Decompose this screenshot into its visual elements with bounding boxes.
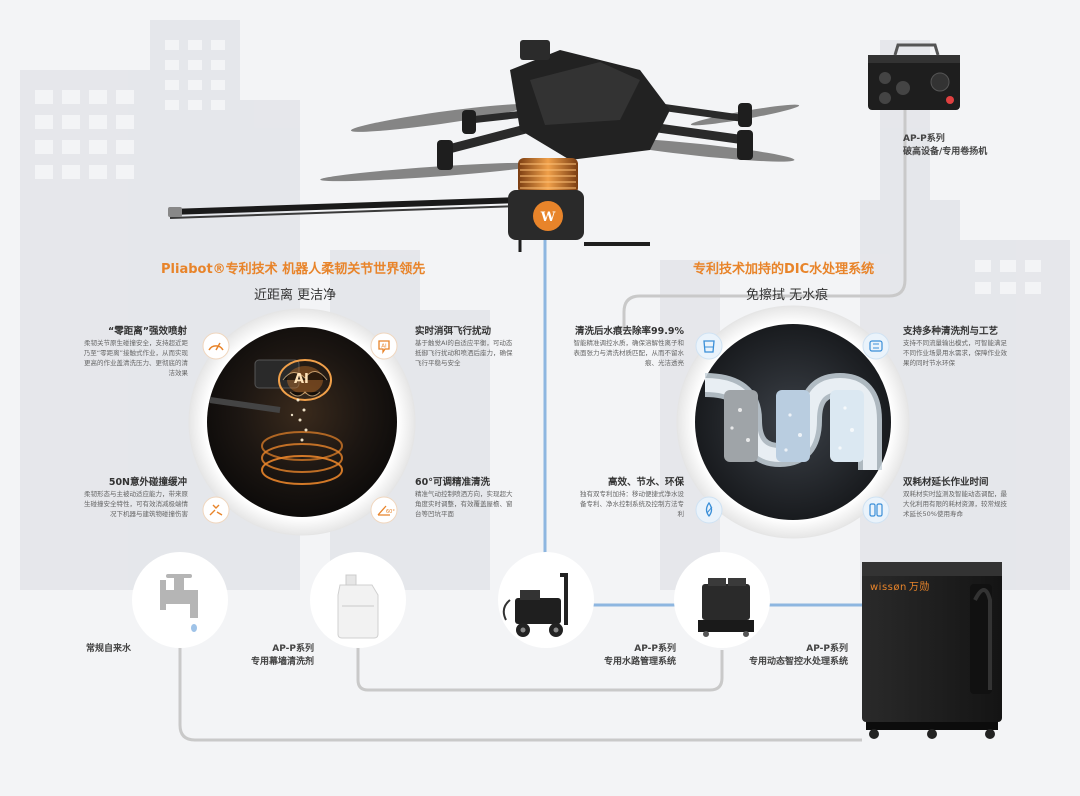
right-section-title: 专利技术加持的DIC水处理系统 <box>693 262 875 277</box>
feature-desc-angle: 精准气动控制喷洒方向，实现超大角度实时调整，有效覆盖屋檐、窗台等凹坑平面 <box>415 490 513 518</box>
tap-caption: 常规自来水 <box>86 644 132 654</box>
svg-text:AI: AI <box>381 344 387 350</box>
feature-desc-water-mark: 智能精准调控水质，确保溶解性离子和表面张力与清洗材质匹配，从而不留水痕、光洁透亮 <box>573 339 685 367</box>
dual-filter-icon <box>862 496 890 524</box>
feature-title-detergents: 支持多种清洗剂与工艺 <box>903 326 999 337</box>
leaf-drop-icon <box>695 496 723 524</box>
feature-title-zero-distance: “零距离”强效喷射 <box>108 326 187 337</box>
feature-title-collision: 50N意外碰撞缓冲 <box>108 477 187 488</box>
winch-caption-name: 破高设备/专用卷扬机 <box>903 147 988 157</box>
pressure-washer <box>502 573 568 637</box>
right-feature-circle <box>676 305 910 539</box>
left-section-subtitle: 近距离 更洁净 <box>254 288 337 303</box>
water-system-caption-name: 专用动态智控水处理系统 <box>748 657 848 667</box>
angle-60-icon: 60° <box>370 496 398 524</box>
ai-balance-icon: AI <box>370 332 398 360</box>
left-feature-circle <box>188 308 416 536</box>
feature-desc-collision: 柔韧形态与主被动适应能力，带来原生碰撞安全特性，可有效消减极端情况下机器与建筑物… <box>84 490 188 518</box>
cabinet-brand-cn: 万勋 <box>908 582 930 593</box>
detergent-jug <box>337 574 379 639</box>
pump-caption-series: AP-P系列 <box>634 644 676 654</box>
tap-icon <box>160 574 198 632</box>
right-section-subtitle: 免擦拭 无水痕 <box>746 288 829 303</box>
feature-desc-detergents: 支持不同流量输出模式，可智能满足不同作业场景用水需求，保障作业效果的同时节水环保 <box>903 339 1007 367</box>
feature-title-angle: 60°可调精准清洗 <box>415 477 490 488</box>
pump-caption: AP-P系列 专用水路管理系统 <box>578 643 676 669</box>
water-system-caption: AP-P系列 专用动态智控水处理系统 <box>718 643 848 669</box>
winch-device <box>868 43 960 110</box>
svg-text:W: W <box>540 210 556 225</box>
feature-desc-flight-stability: 基于触觉AI的自适应平衡，可动态抵御飞行扰动和喷洒后座力，确保飞行平稳与安全 <box>415 339 513 367</box>
ai-chip-label: AI <box>294 372 309 387</box>
feature-title-flight-stability: 实时消弭飞行扰动 <box>415 326 492 337</box>
feature-title-dual-filter: 双耗材延长作业时间 <box>903 477 989 488</box>
switch-icon <box>862 332 890 360</box>
pump-caption-name: 专用水路管理系统 <box>603 657 676 667</box>
collision-buffer-icon <box>202 496 230 524</box>
drone-illustration: W <box>168 40 800 252</box>
city-skyline <box>20 20 1070 590</box>
winch-caption: AP-P系列 破高设备/专用卷扬机 <box>903 133 987 159</box>
treatment-unit-small <box>698 578 754 637</box>
detergent-caption-series: AP-P系列 <box>272 644 314 654</box>
spray-gauge-icon <box>202 332 230 360</box>
feature-desc-eco: 独有双专利加持：移动便捷式净水设备专利、净水控制系统及控制方法专利 <box>580 490 684 518</box>
feature-desc-zero-distance: 柔韧关节原生碰撞安全，支持超近距乃至“零距离”接触式作业，从而实现更高的作业盖清… <box>83 339 188 377</box>
cabinet-brand-en: wissøn <box>870 582 907 593</box>
water-system-caption-series: AP-P系列 <box>806 644 848 654</box>
water-cup-icon <box>695 332 723 360</box>
feature-desc-dual-filter: 双耗材实时监测及智能动态调配，最大化利用有限的耗材资源，较常规技术延长50%使用… <box>903 490 1007 518</box>
detergent-caption: AP-P系列 专用幕墙清洗剂 <box>228 643 314 669</box>
skyline-windows <box>35 40 1041 294</box>
svg-text:60°: 60° <box>386 509 395 515</box>
detergent-caption-name: 专用幕墙清洗剂 <box>250 657 314 667</box>
feature-title-water-mark: 清洗后水痕去除率99.9% <box>575 326 684 337</box>
feature-title-eco: 高效、节水、环保 <box>607 477 684 488</box>
winch-caption-series: AP-P系列 <box>903 134 945 144</box>
water-cabinet <box>862 562 1002 739</box>
left-section-title: Pliabot®专利技术 机器人柔韧关节世界领先 <box>161 262 426 277</box>
